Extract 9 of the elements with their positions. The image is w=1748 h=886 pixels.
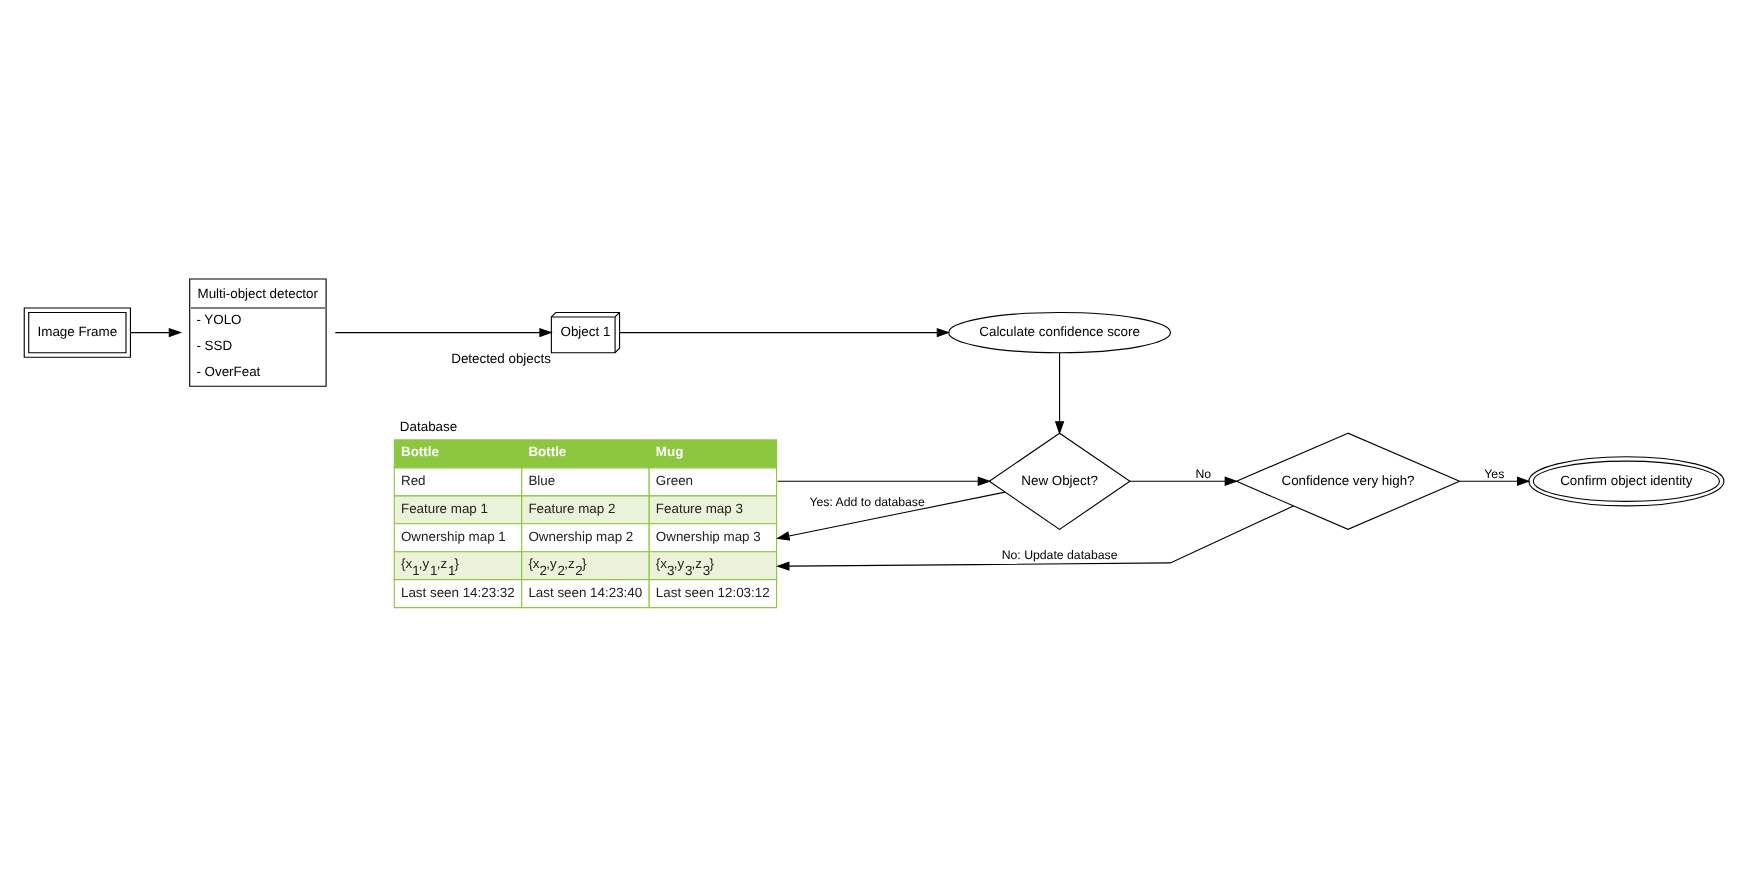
arrow xyxy=(334,327,553,338)
arrow xyxy=(776,505,1294,571)
arrow xyxy=(777,476,992,486)
arrow xyxy=(1129,476,1239,486)
arrow xyxy=(129,327,183,338)
arrow xyxy=(1054,352,1065,435)
arrow xyxy=(1459,476,1531,486)
arrow xyxy=(776,491,1006,541)
arrow xyxy=(619,327,951,338)
